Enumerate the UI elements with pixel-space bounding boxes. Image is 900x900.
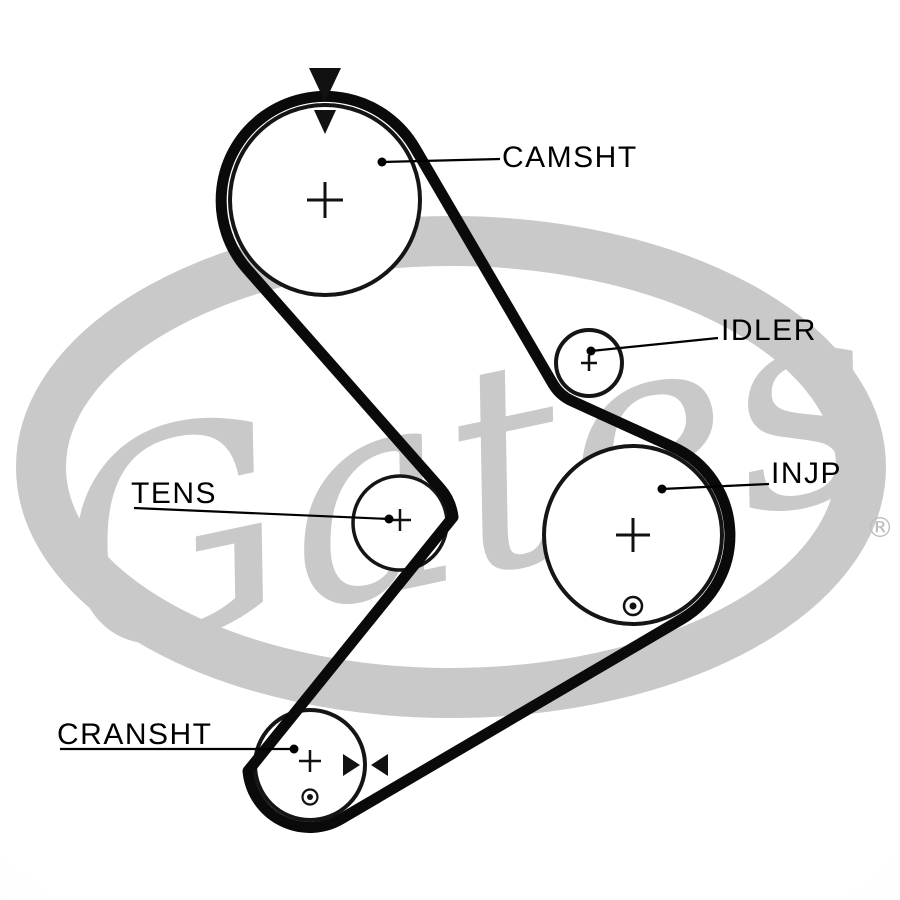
timing-belt: [215, 90, 736, 833]
crankshaft-bolt-center: [307, 794, 313, 800]
idler-leader-line: [590, 336, 719, 353]
idler-leader-dot: [586, 346, 596, 356]
injection-pump-leader-dot: [657, 484, 667, 494]
gates-watermark: Gates ®: [16, 216, 900, 724]
tensioner-label: TENS: [131, 477, 217, 510]
watermark-ring: [16, 216, 886, 718]
watermark-registered-icon: ®: [866, 511, 894, 544]
tensioner-leader-line: [133, 506, 390, 521]
injection-pump-label: INJP: [771, 457, 842, 490]
idler-label: IDLER: [721, 314, 817, 347]
tensioner-leader-dot: [384, 514, 394, 524]
crankshaft-label: CRANSHT: [57, 718, 213, 751]
bolt-details: [301, 595, 644, 806]
injection-pump-cross-icon: [616, 518, 650, 552]
leader-lines: [60, 157, 770, 754]
crankshaft-cross-icon: [299, 750, 321, 772]
camshaft-cross-icon: [307, 182, 343, 218]
camshaft-timing-mark-inner-icon: [314, 110, 336, 134]
crankshaft-timing-mark-left-icon: [343, 754, 360, 776]
injection-pump-leader-line: [661, 482, 770, 491]
injection-pump-bolt-center: [629, 602, 637, 610]
crankshaft-timing-mark-right-icon: [371, 754, 388, 776]
camshaft-timing-mark-outer-icon: [309, 68, 341, 102]
idler-cross-icon: [581, 355, 597, 371]
labels: CAMSHT IDLER INJP TENS CRANSHT: [57, 141, 842, 751]
timing-marks: [309, 68, 388, 776]
camshaft-leader-dot: [377, 157, 387, 167]
camshaft-label: CAMSHT: [502, 141, 638, 174]
pulley-center-marks: [299, 182, 650, 772]
camshaft-leader-line: [381, 157, 501, 164]
crankshaft-leader-dot: [289, 744, 299, 754]
